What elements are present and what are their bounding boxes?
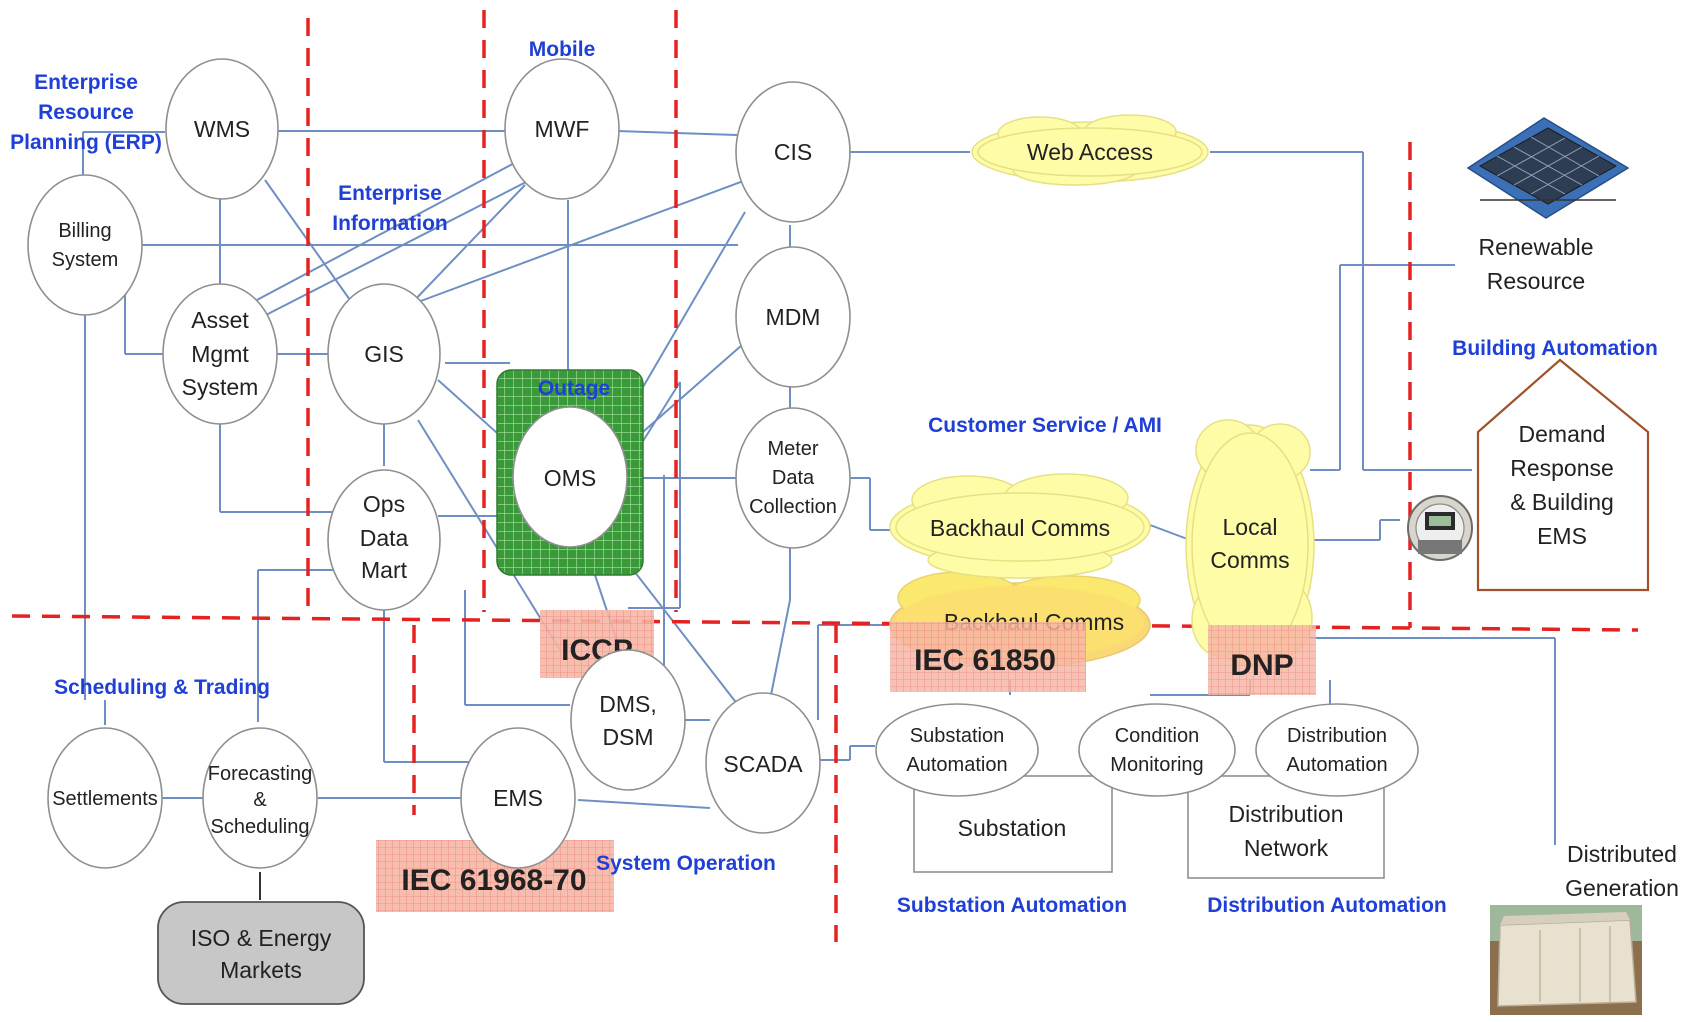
node-dms-dsm: DMS, DSM [570,649,686,791]
node-demand-response: Demand Response & Building EMS [1476,358,1650,592]
region-customer-service: Customer Service / AMI [928,414,1162,437]
backhaul-1-label: Backhaul Comms [930,515,1110,541]
billing-line-1: Billing [58,220,111,242]
asset-line-2: Mgmt [191,341,249,367]
erp-line-1: Enterprise [34,71,138,94]
iec-61968-label: IEC 61968-70 [401,864,586,897]
node-distributed-generation: Distributed Generation [1565,841,1679,901]
node-distribution-automation: Distribution Automation [1255,703,1419,797]
forecasting-line-2: & [253,789,267,811]
region-mobile: Mobile [529,38,596,61]
dg-line-1: Distributed [1567,841,1677,867]
node-wms: WMS [165,58,279,200]
iec-61850-label: IEC 61850 [914,644,1056,677]
smart-meter-icon [1407,495,1473,561]
web-access-label: Web Access [1027,139,1153,165]
region-enterprise-information: Enterprise Information [332,182,448,235]
condition-monitoring-line-1: Condition [1115,725,1200,747]
meter-line-3: Collection [749,496,837,518]
region-outage: Outage [538,377,610,400]
node-mdm: MDM [735,246,851,388]
mdm-label: MDM [766,304,821,330]
substation-automation-line-2: Automation [906,754,1007,776]
node-condition-monitoring: Condition Monitoring [1078,703,1236,797]
erp-line-2: Resource [38,101,134,124]
demand-line-1: Demand [1519,421,1606,447]
node-substation-automation: Substation Automation [875,703,1039,797]
web-access-cloud: Web Access [971,114,1209,186]
local-comms-line-1: Local [1223,514,1278,540]
scada-label: SCADA [723,751,803,777]
standard-dnp: DNP [1208,625,1316,695]
asset-line-1: Asset [191,307,249,333]
wms-label: WMS [194,116,250,142]
node-meter-data-collection: Meter Data Collection [735,407,851,549]
distribution-network-line-1: Distribution [1228,801,1343,827]
node-oms: OMS [512,406,628,548]
node-gis: GIS [327,283,441,425]
node-iso-energy-markets: ISO & Energy Markets [157,901,365,1005]
billing-line-2: System [52,249,119,271]
oms-label: OMS [544,465,596,491]
backhaul-cloud-1: Backhaul Comms [889,473,1151,579]
node-cis: CIS [735,81,851,223]
distribution-network-line-2: Network [1244,835,1329,861]
enterprise-info-line-2: Information [332,212,448,235]
node-renewable-resource: Renewable Resource [1478,234,1593,294]
substation-label: Substation [958,815,1067,841]
iso-line-1: ISO & Energy [191,925,332,951]
iso-line-2: Markets [220,957,302,983]
generator-enclosure-icon [1490,905,1642,1015]
ems-label: EMS [493,785,543,811]
gis-label: GIS [364,341,404,367]
zone-boundaries [11,10,1639,942]
ops-line-2: Data [360,525,409,551]
node-scada: SCADA [705,692,821,834]
region-erp: Enterprise Resource Planning (ERP) [10,71,162,154]
distribution-automation-line-1: Distribution [1287,725,1387,747]
region-building-automation: Building Automation [1452,337,1658,360]
node-asset-mgmt: Asset Mgmt System [162,283,278,425]
substation-automation-line-1: Substation [910,725,1005,747]
meter-line-1: Meter [767,438,818,460]
forecasting-line-3: Scheduling [211,816,310,838]
renewable-line-1: Renewable [1478,234,1593,260]
demand-line-3: & Building [1510,489,1614,515]
connections [82,130,1556,845]
meter-line-2: Data [772,467,815,489]
node-ems: EMS [460,727,576,869]
solar-panel-icon [1466,117,1630,219]
renewable-line-2: Resource [1487,268,1585,294]
node-billing-system: Billing System [27,174,143,316]
condition-monitoring-line-2: Monitoring [1110,754,1203,776]
demand-line-4: EMS [1537,523,1587,549]
node-settlements: Settlements [47,727,163,869]
region-distribution-automation: Distribution Automation [1207,894,1447,917]
asset-line-3: System [182,374,259,400]
standard-iec-61850: IEC 61850 [890,622,1086,692]
dg-line-2: Generation [1565,875,1679,901]
dnp-label: DNP [1230,649,1293,682]
dms-line-2: DSM [602,724,653,750]
node-ops-data-mart: Ops Data Mart [327,469,441,611]
node-forecasting: Forecasting & Scheduling [202,727,318,869]
local-comms-line-2: Comms [1210,547,1289,573]
dms-line-1: DMS, [599,691,657,717]
demand-line-2: Response [1510,455,1614,481]
node-mwf: MWF [504,58,620,200]
erp-line-3: Planning (ERP) [10,131,162,154]
ops-line-1: Ops [363,491,405,517]
enterprise-info-line-1: Enterprise [338,182,442,205]
region-substation-automation: Substation Automation [897,894,1127,917]
forecasting-line-1: Forecasting [208,763,313,785]
ops-line-3: Mart [361,557,408,583]
distribution-automation-line-2: Automation [1286,754,1387,776]
region-system-operation: System Operation [596,852,776,875]
mwf-label: MWF [535,116,590,142]
settlements-label: Settlements [52,788,158,810]
cis-label: CIS [774,139,812,165]
region-scheduling-trading: Scheduling & Trading [54,676,270,699]
